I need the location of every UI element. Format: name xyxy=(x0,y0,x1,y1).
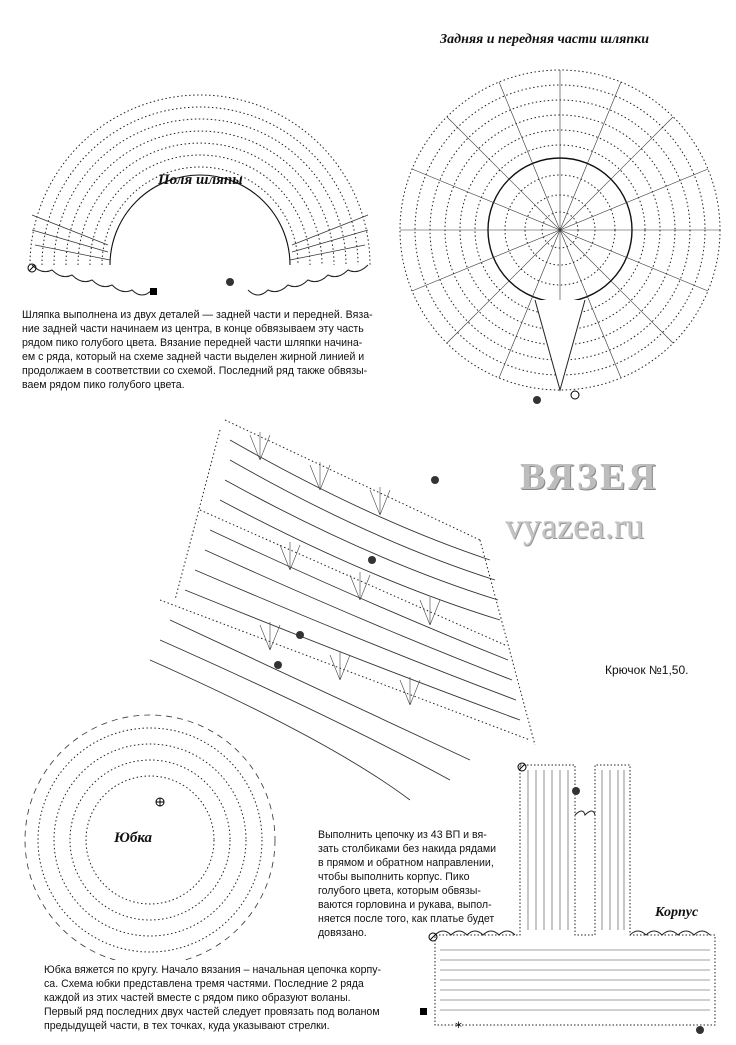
skirt-line: каждой из этих частей вместе с рядом пик… xyxy=(44,991,381,1005)
bodice-line: довязано. xyxy=(318,926,496,940)
skirt-label: Юбка xyxy=(114,830,152,847)
hat-line: ваем рядом пико голубого цвета. xyxy=(22,378,373,392)
skirt-instructions: Юбка вяжется по кругу. Начало вязания – … xyxy=(44,963,381,1033)
bodice-label: Корпус xyxy=(655,905,698,921)
bodice-line: чтобы выполнить корпус. Пико xyxy=(318,870,496,884)
bodice-line: зать столбиками без накида рядами xyxy=(318,842,496,856)
watermark-title: ВЯЗЕЯ xyxy=(520,455,659,499)
brim-label: Поля шляпы xyxy=(158,172,243,189)
hook-label: Крючок №1,50. xyxy=(605,663,688,677)
skirt-line: Первый ряд последних двух частей следует… xyxy=(44,1005,381,1019)
hat-line: ем с ряда, который на схеме задней части… xyxy=(22,350,373,364)
skirt-line: са. Схема юбки представлена тремя частям… xyxy=(44,977,381,991)
hat-instructions: Шляпка выполнена из двух деталей — задне… xyxy=(22,308,373,392)
bodice-instructions: Выполнить цепочку из 43 ВП и вя- зать ст… xyxy=(318,828,496,940)
bodice-line: в прямом и обратном направлении, xyxy=(318,856,496,870)
hat-line: ние задней части начинаем из центра, в к… xyxy=(22,322,373,336)
hat-line: рядом пико голубого цвета. Вязание перед… xyxy=(22,336,373,350)
hat-line: продолжаем в соответствии со схемой. Пос… xyxy=(22,364,373,378)
skirt-line: предыдущей части, в тех точках, куда ука… xyxy=(44,1019,381,1033)
bodice-line: няется после того, как платье будет xyxy=(318,912,496,926)
bodice-line: ваются горловина и рукава, выпол- xyxy=(318,898,496,912)
bodice-line: Выполнить цепочку из 43 ВП и вя- xyxy=(318,828,496,842)
svg-text:*: * xyxy=(455,1020,462,1035)
back-front-label: Задняя и передняя части шляпки xyxy=(440,32,649,48)
bodice-line: голубого цвета, которым обвязы- xyxy=(318,884,496,898)
skirt-line: Юбка вяжется по кругу. Начало вязания – … xyxy=(44,963,381,977)
hat-line: Шляпка выполнена из двух деталей — задне… xyxy=(22,308,373,322)
back-front-chart xyxy=(395,55,725,415)
watermark-url: vyazea.ru xyxy=(505,505,644,547)
